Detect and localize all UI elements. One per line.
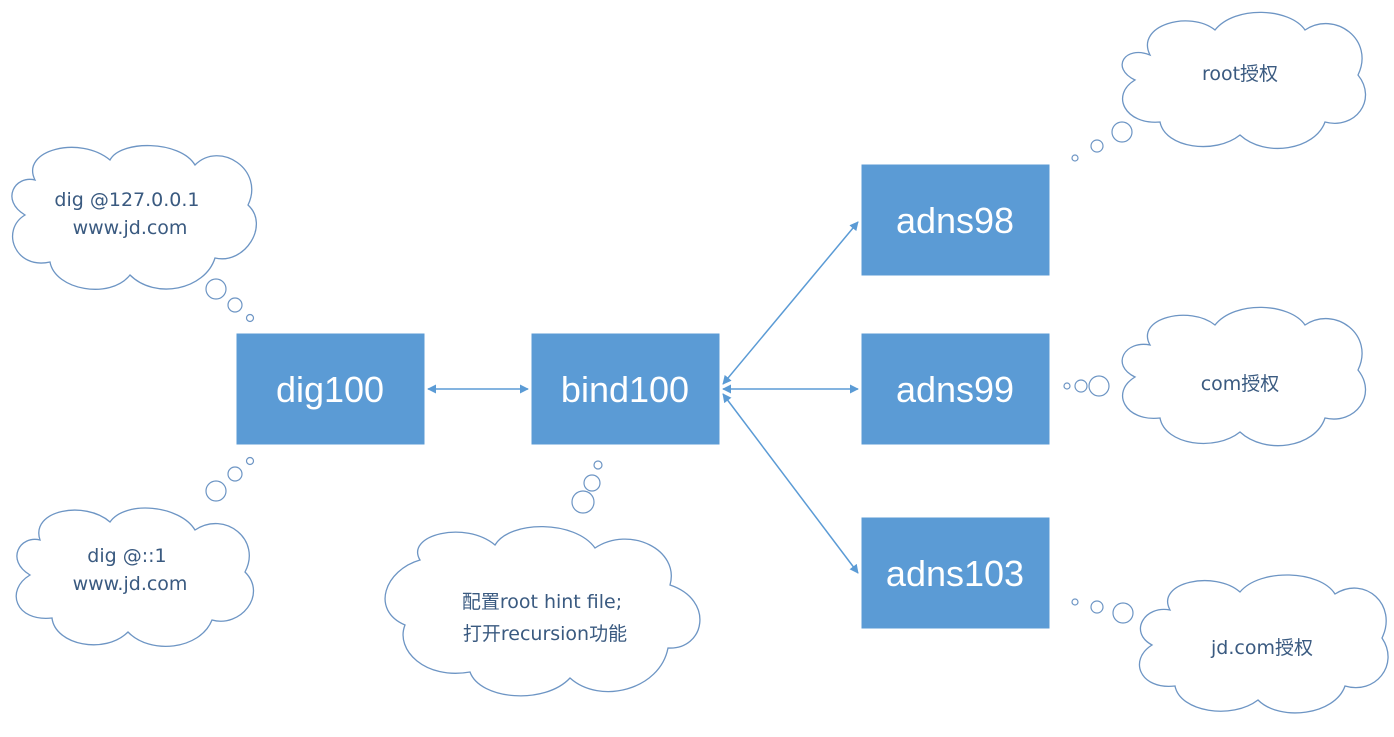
note-root-auth: root授权	[1202, 63, 1278, 85]
bubble-chain-dig-ipv6	[205, 456, 255, 502]
note-jd-auth: jd.com授权	[1210, 637, 1313, 659]
bubble-chain-jd-auth	[1071, 598, 1134, 624]
node-adns103: adns103	[860, 516, 1051, 630]
node-label-dig100: dig100	[276, 369, 384, 410]
note-bind-config: 配置root hint file; 打开recursion功能	[462, 591, 628, 645]
bubble-chain-dig-ipv4	[205, 278, 255, 323]
node-adns99: adns99	[860, 332, 1051, 446]
bubble-chain-com-auth	[1063, 375, 1110, 397]
cloud-dig-ipv6: dig @::1 www.jd.com	[15, 507, 255, 647]
node-adns98: adns98	[860, 163, 1051, 277]
cloud-bind-config: 配置root hint file; 打开recursion功能	[384, 525, 701, 697]
note-com-auth: com授权	[1201, 373, 1280, 395]
bubble-chain-bind-config	[571, 460, 603, 514]
cloud-jd-auth: jd.com授权	[1138, 574, 1389, 714]
node-bind100: bind100	[530, 332, 721, 446]
edge-bind100-adns103	[722, 393, 859, 574]
bubble-chain-root-auth	[1071, 121, 1133, 162]
node-dig100: dig100	[235, 332, 426, 446]
note-dig-ipv4: dig @127.0.0.1 www.jd.com	[54, 189, 205, 239]
node-label-bind100: bind100	[561, 369, 689, 410]
cloud-root-auth: root授权	[1121, 11, 1367, 149]
edge-bind100-adns98	[722, 221, 859, 385]
node-label-adns98: adns98	[896, 200, 1014, 241]
node-label-adns103: adns103	[886, 553, 1024, 594]
note-dig-ipv6: dig @::1 www.jd.com	[73, 545, 188, 595]
cloud-com-auth: com授权	[1121, 306, 1367, 447]
node-label-adns99: adns99	[896, 369, 1014, 410]
cloud-dig-ipv4: dig @127.0.0.1 www.jd.com	[11, 144, 258, 290]
